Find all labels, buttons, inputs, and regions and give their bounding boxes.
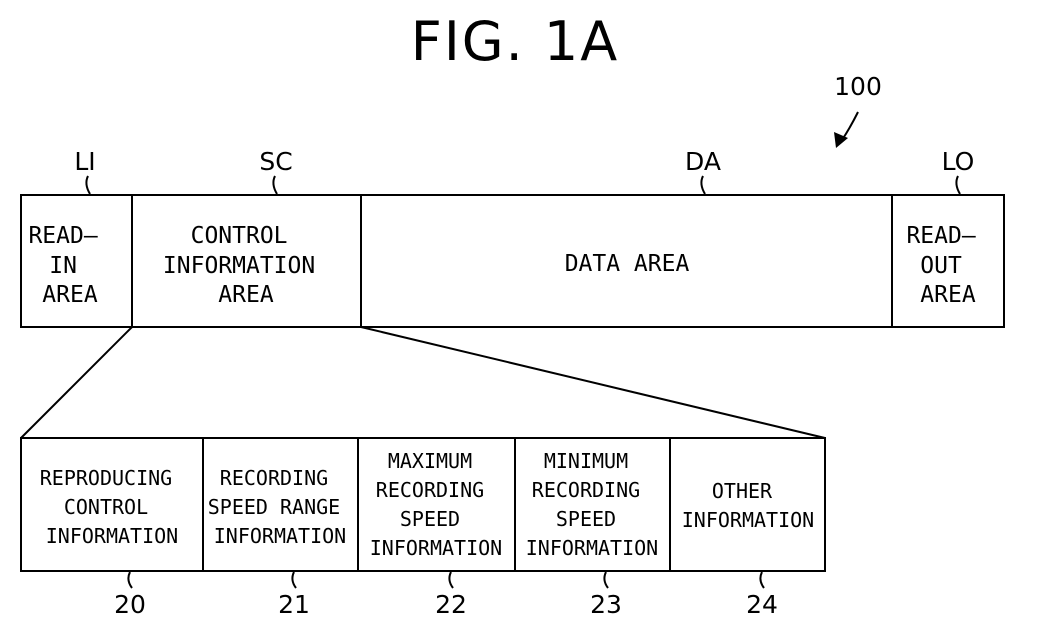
tag-lo: LO (942, 147, 975, 176)
ref-24-leader (760, 572, 764, 588)
tag-li-leader (86, 176, 90, 194)
data-area-label: DATA AREA (565, 251, 690, 277)
tag-sc-leader (273, 176, 277, 194)
tag-da: DA (685, 147, 721, 176)
tag-lo-leader (956, 176, 960, 194)
ref-21-leader (292, 572, 296, 588)
recording-speed-range-information-label: RECORDING SPEED RANGE INFORMATION (208, 466, 353, 548)
expansion-line-right (361, 327, 825, 438)
tag-li: LI (74, 147, 95, 176)
ref-20: 20 (114, 590, 146, 619)
tag-da-leader (701, 176, 705, 194)
ref-23: 23 (590, 590, 622, 619)
ref-22: 22 (435, 590, 467, 619)
ref-22-leader (449, 572, 453, 588)
tag-sc: SC (259, 147, 292, 176)
figure-title: FIG. 1A (411, 10, 619, 73)
ref-24: 24 (746, 590, 778, 619)
ref-20-leader (128, 572, 132, 588)
other-information-box (670, 438, 825, 571)
ref-100-arrow (842, 112, 858, 140)
ref-23-leader (604, 572, 608, 588)
ref-21: 21 (278, 590, 310, 619)
expansion-line-left (21, 327, 132, 438)
ref-100: 100 (834, 72, 882, 101)
